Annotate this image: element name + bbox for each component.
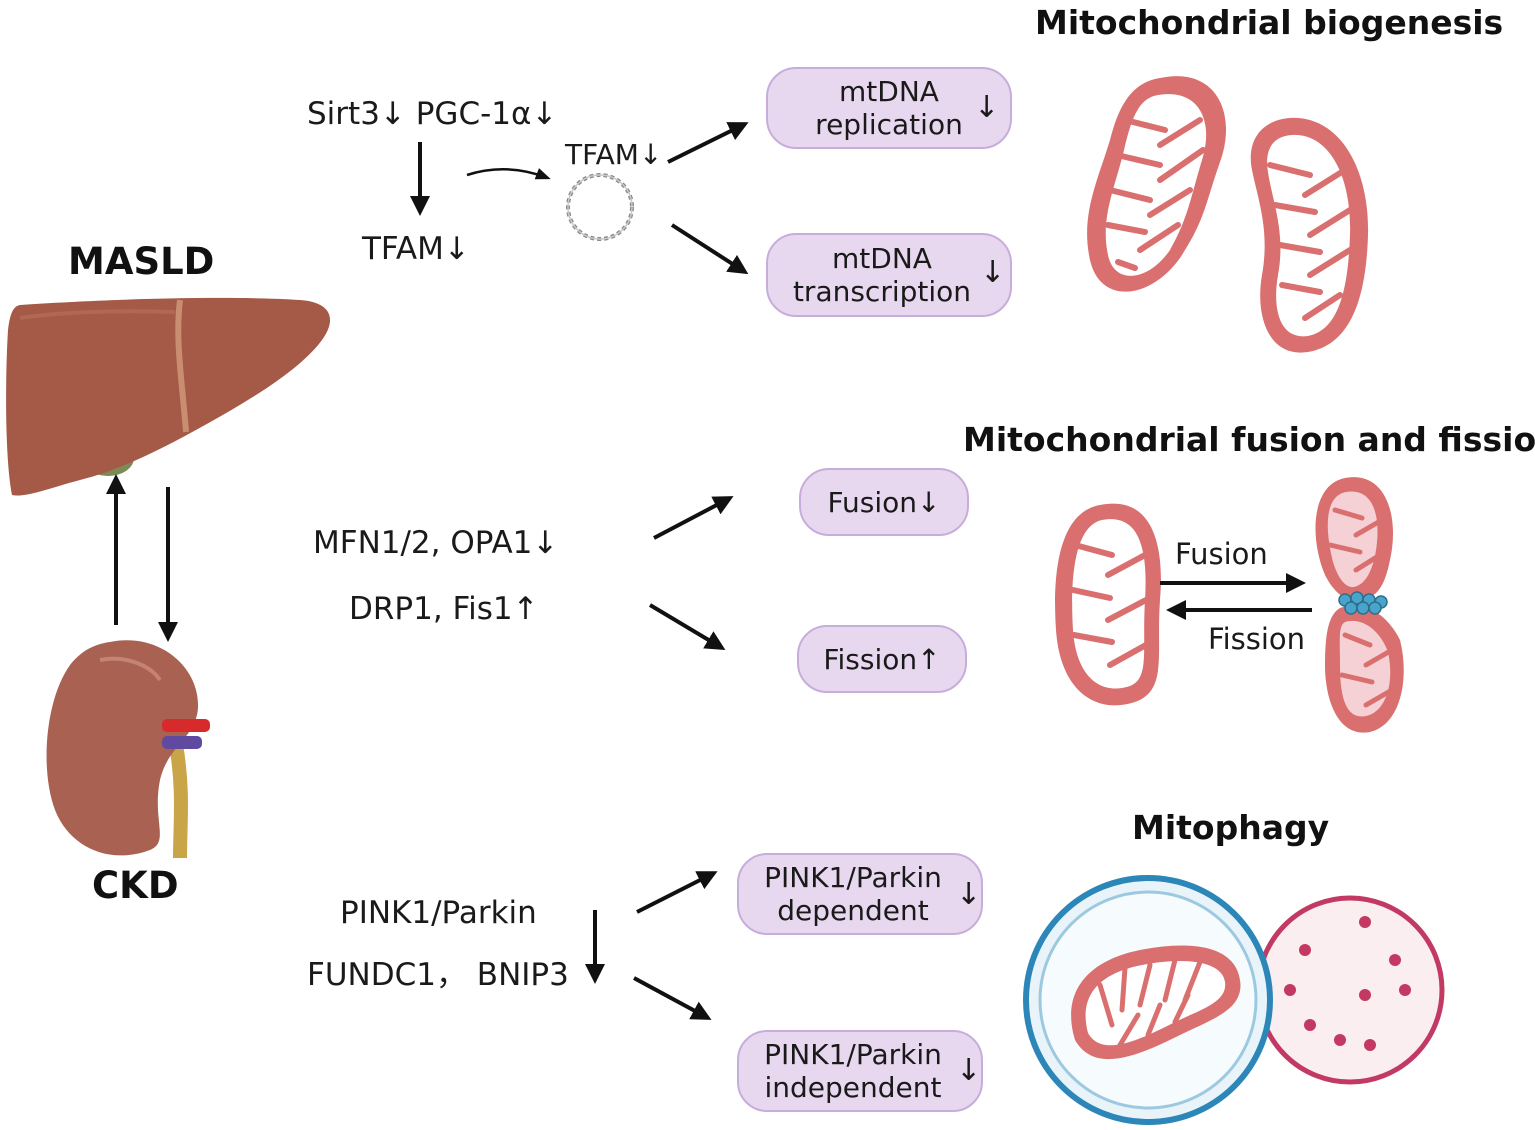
dynamics-heading: Mitochondrial fusion and fission (963, 420, 1535, 459)
organ-crosstalk-arrows (106, 474, 178, 642)
pill-mtdna-replication: mtDNA replication (766, 67, 1012, 149)
regulator-label: Sirt3↓ PGC-1α↓ (307, 96, 558, 132)
pill-fission-text: Fission↑ (823, 642, 941, 676)
dependent-down-arrow: ↓ (956, 877, 982, 912)
biogenesis-arrows (410, 122, 749, 275)
pill-fission: Fission↑ (797, 625, 967, 693)
pill-independent-line2: independent (764, 1071, 942, 1104)
liver-label: MASLD (68, 240, 215, 283)
illus-fusion-label: Fusion (1175, 537, 1268, 571)
mtdna-circle-icon (566, 173, 634, 241)
transcription-down-arrow: ↓ (980, 255, 1006, 290)
mitophagy-illustration (1023, 875, 1445, 1125)
mitophagy-arrows (585, 871, 718, 1020)
pill-mtdna-transcription: mtDNA transcription (766, 233, 1012, 317)
kidney-illustration (46, 640, 210, 859)
pill-dependent-line1: PINK1/Parkin (764, 861, 942, 894)
fission-proteins-label: DRP1, Fis1↑ (349, 591, 539, 627)
mitophagy-heading: Mitophagy (1132, 808, 1330, 847)
pill-pink1-dependent: PINK1/Parkin dependent (737, 853, 983, 935)
pill-transcription-line2: transcription (792, 275, 972, 308)
biogenesis-mitochondria-icon (1087, 76, 1369, 353)
tfam-upper-label: TFAM↓ (565, 138, 663, 171)
illus-fission-label: Fission (1208, 622, 1306, 656)
biogenesis-heading: Mitochondrial biogenesis (1035, 3, 1504, 42)
pill-dependent-line2: dependent (777, 894, 929, 927)
pill-replication-line2: replication (815, 108, 963, 141)
pill-fusion-text: Fusion↓ (827, 485, 941, 519)
pill-fusion: Fusion↓ (799, 468, 969, 536)
liver-illustration (6, 297, 331, 496)
pill-pink1-independent: PINK1/Parkin independent (737, 1030, 983, 1112)
tfam-lower-label: TFAM↓ (362, 231, 470, 267)
kidney-label: CKD (92, 864, 179, 907)
independent-down-arrow: ↓ (956, 1053, 982, 1088)
pill-replication-line1: mtDNA (839, 75, 939, 108)
dynamics-arrows (648, 496, 734, 651)
fusion-proteins-label: MFN1/2, OPA1↓ (313, 525, 559, 561)
pill-independent-line1: PINK1/Parkin (764, 1038, 942, 1071)
fusion-fission-illustration (1055, 477, 1404, 733)
pill-transcription-line1: mtDNA (832, 242, 932, 275)
fundc1-bnip3-label: FUNDC1， BNIP3 (307, 957, 569, 993)
replication-down-arrow: ↓ (974, 90, 1000, 125)
pink1-parkin-label: PINK1/Parkin (340, 895, 537, 931)
